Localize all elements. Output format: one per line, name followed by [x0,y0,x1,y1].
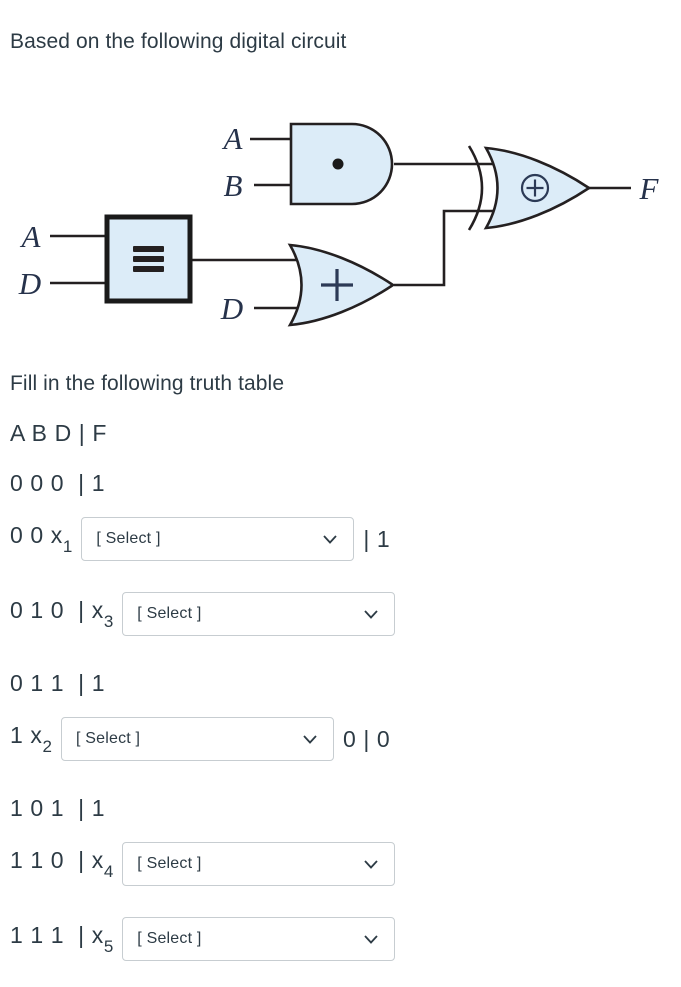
xor-symbol-icon [520,173,550,203]
chevron-down-icon [362,605,380,623]
truth-table-row: 0 1 0 | x3 [ Select ] [10,592,396,636]
f-select-x4[interactable]: [ Select ] [122,842,396,886]
digital-circuit-diagram: A B A D D F [0,100,681,350]
f-select-x5[interactable]: [ Select ] [122,917,396,961]
row-prefix: 1 1 0 | x4 [10,846,114,882]
truth-table-row: 1 x2 [ Select ] 0 | 0 [10,717,390,761]
row-text: 0 1 1 | 1 [10,670,106,696]
label-input-a-xnor: A [20,219,42,254]
row-prefix: 0 0 x1 [10,521,73,557]
circuit-wires [50,137,631,310]
select-placeholder: [ Select ] [137,605,202,622]
row-suffix: 0 | 0 [342,726,391,752]
label-input-d-xnor: D [18,266,41,301]
truth-table-row: 1 1 1 | x5 [ Select ] [10,917,396,961]
row-subscript: 5 [103,937,114,957]
row-text: 0 0 0 | 1 [10,470,106,496]
chevron-down-icon [321,530,339,548]
equiv-symbol-icon [133,246,164,272]
and-gate [289,122,394,206]
xor-extra-curve [467,145,484,231]
label-input-b-and: B [224,168,243,203]
row-subscript: 3 [103,612,114,632]
plus-symbol-icon [321,269,353,301]
row-subscript: 2 [42,737,52,757]
row-prefix: 1 x2 [10,721,52,757]
row-subscript: 1 [62,537,73,557]
select-placeholder: [ Select ] [137,855,202,872]
row-suffix: | 1 [363,526,391,552]
f-select-x2[interactable]: [ Select ] [60,717,334,761]
row-prefix: 1 1 1 | x5 [10,921,114,957]
truth-table-row: 0 1 1 | 1 [10,671,105,695]
or-gate [287,243,396,327]
label-output-f: F [639,171,660,206]
chevron-down-icon [362,930,380,948]
truth-table-row: 1 1 0 | x4 [ Select ] [10,842,396,886]
f-select-x3[interactable]: [ Select ] [122,592,396,636]
header-text: A B D | F [10,420,108,446]
label-input-a-and: A [222,121,244,156]
truth-table-row: 0 0 x1 [ Select ] | 1 [10,517,390,561]
page-title: Based on the following digital circuit [10,30,347,53]
chevron-down-icon [301,730,319,748]
select-placeholder: [ Select ] [137,930,202,947]
row-subscript: 4 [103,862,114,882]
truth-table-row: 0 0 0 | 1 [10,471,105,495]
circuit-svg: A B A D D F [18,121,660,327]
wire-or-to-xor [394,209,497,287]
f-select-x1[interactable]: [ Select ] [81,517,355,561]
circuit-labels: A B A D D F [18,121,660,326]
label-input-d-or: D [220,291,243,326]
truth-table-heading: Fill in the following truth table [10,372,285,395]
select-placeholder: [ Select ] [96,530,161,547]
and-dot-symbol-icon [332,158,344,170]
row-prefix: 0 1 0 | x3 [10,596,114,632]
xor-gate [467,145,592,231]
select-placeholder: [ Select ] [75,730,141,747]
truth-table-row: 1 0 1 | 1 [10,796,105,820]
chevron-down-icon [362,855,380,873]
xnor-box-gate [104,214,193,304]
truth-table-header: A B D | F [10,421,107,445]
row-text: 1 0 1 | 1 [10,795,106,821]
